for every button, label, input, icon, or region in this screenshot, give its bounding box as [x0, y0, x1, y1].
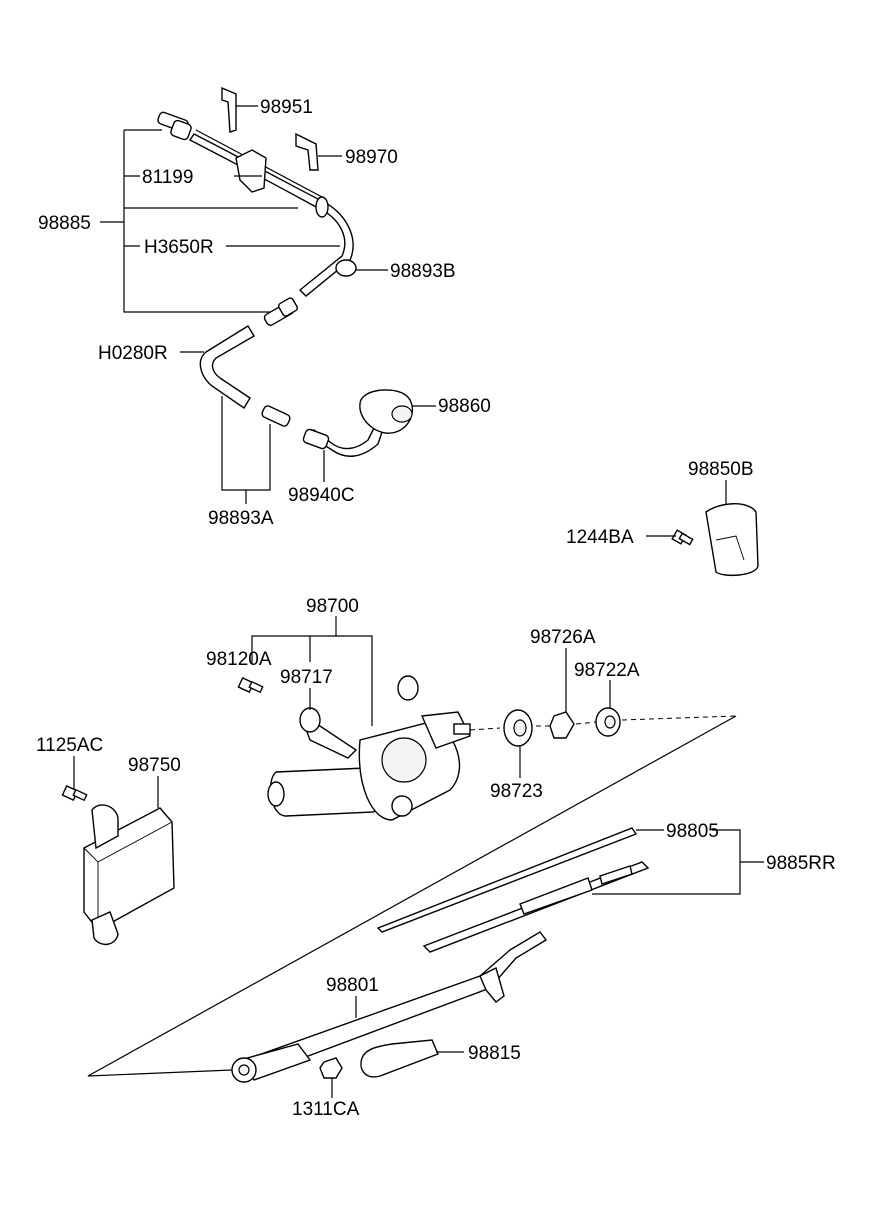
label-98726a[interactable]: 98726A [530, 627, 596, 648]
glass-outline [87, 715, 737, 1077]
label-1244ba[interactable]: 1244BA [566, 527, 634, 548]
label-98750[interactable]: 98750 [128, 755, 181, 776]
label-h0280r[interactable]: H0280R [98, 343, 168, 364]
label-98970[interactable]: 98970 [345, 147, 398, 168]
bolt-1125ac [61, 785, 88, 802]
washer-hose-assembly [157, 86, 414, 457]
cap-98815 [360, 1039, 439, 1078]
bolt-98120a [237, 677, 264, 694]
label-98951[interactable]: 98951 [260, 97, 313, 118]
grommet-98723 [503, 709, 533, 747]
label-98717[interactable]: 98717 [280, 667, 333, 688]
nut-1311ca [319, 1057, 343, 1079]
label-9885rr[interactable]: 9885RR [766, 853, 836, 874]
label-98120a[interactable]: 98120A [206, 649, 272, 670]
label-1311ca[interactable]: 1311CA [292, 1099, 360, 1120]
washer-98722a [595, 707, 621, 737]
part-labels: 98951 98970 81199 98885 H3650R 98893B H0… [36, 97, 836, 1120]
label-98893b[interactable]: 98893B [390, 261, 456, 282]
label-98723[interactable]: 98723 [490, 781, 543, 802]
module-98750 [83, 804, 175, 945]
label-81199[interactable]: 81199 [142, 167, 193, 188]
label-98893a[interactable]: 98893A [208, 508, 274, 529]
bolt-1244ba [671, 529, 694, 546]
label-98860[interactable]: 98860 [438, 396, 491, 417]
wiper-blade [376, 827, 650, 953]
nut-98726a [549, 711, 575, 739]
cap-98850b [705, 503, 759, 577]
wiper-motor [267, 675, 471, 821]
wiper-arm [231, 931, 548, 1083]
label-98940c[interactable]: 98940C [288, 485, 355, 506]
label-1125ac[interactable]: 1125AC [36, 735, 103, 756]
label-98815[interactable]: 98815 [468, 1043, 521, 1064]
label-98801[interactable]: 98801 [326, 975, 379, 996]
label-98885[interactable]: 98885 [38, 213, 91, 234]
label-98700[interactable]: 98700 [306, 596, 359, 617]
label-98850b[interactable]: 98850B [688, 459, 754, 480]
leader-lines [73, 105, 764, 1098]
label-h3650r[interactable]: H3650R [144, 237, 214, 258]
label-98722a[interactable]: 98722A [574, 660, 640, 681]
label-98805[interactable]: 98805 [666, 821, 719, 842]
